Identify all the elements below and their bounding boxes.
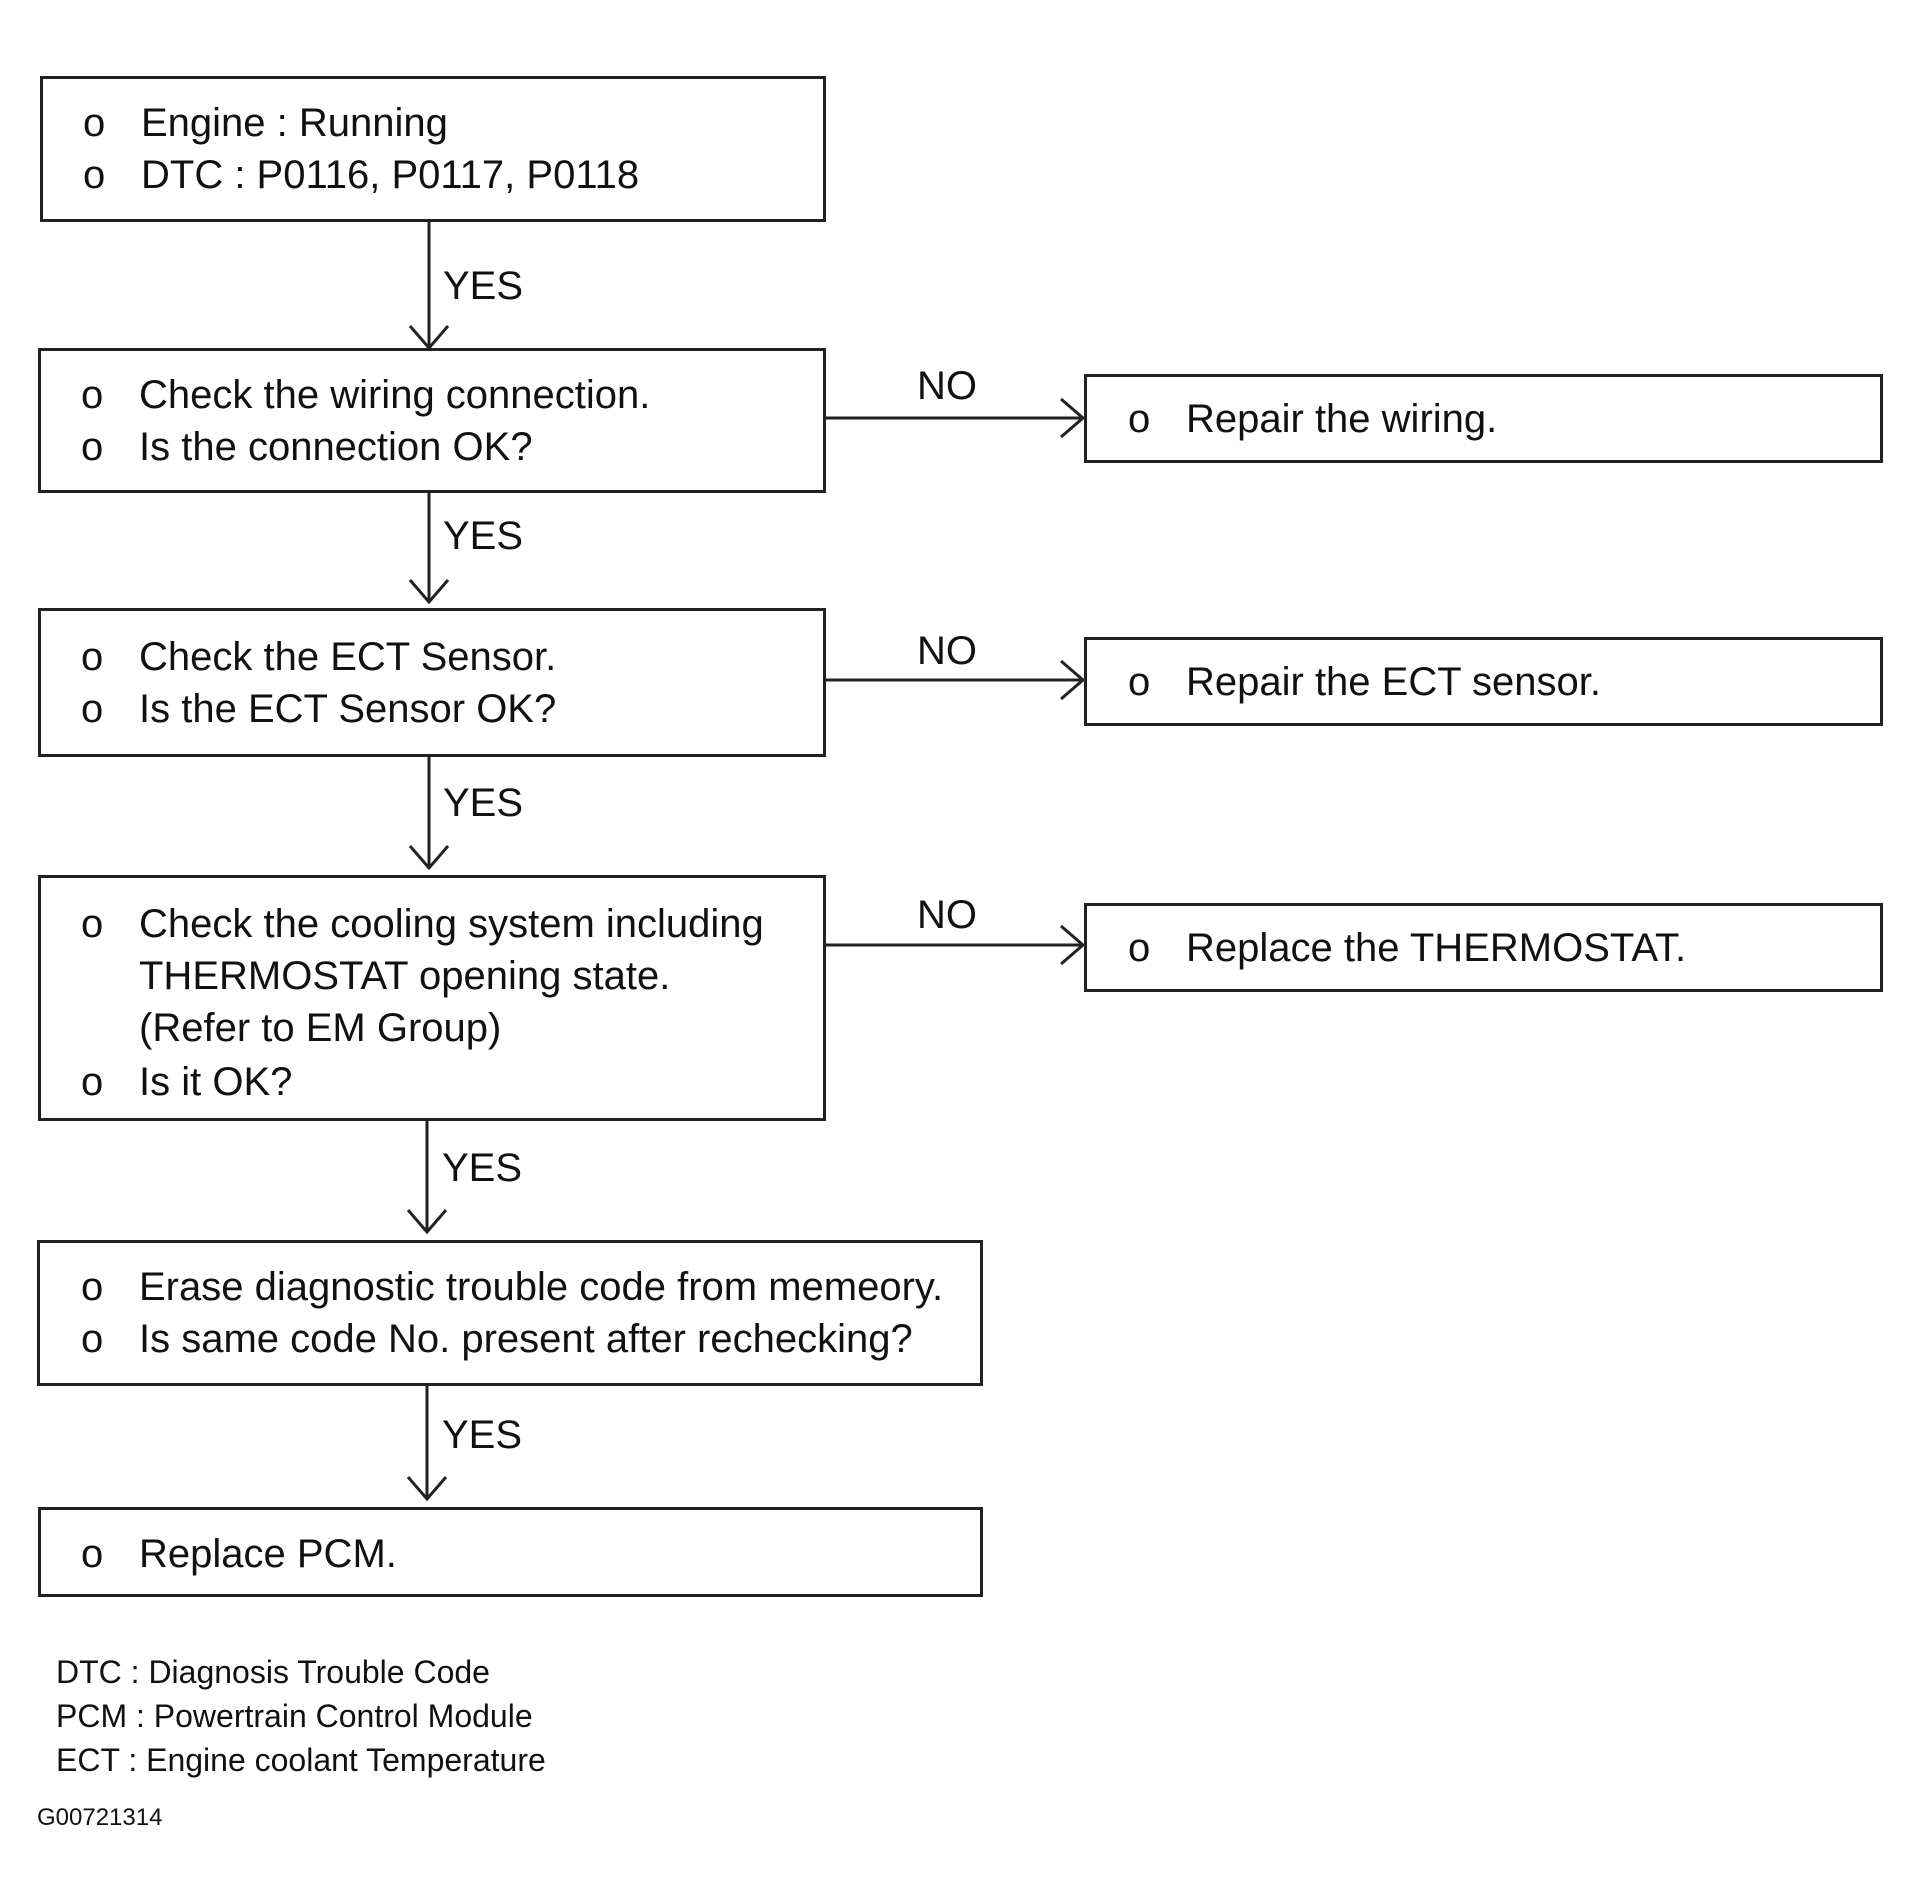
bullet-marker: o (83, 153, 106, 197)
bullet-marker: o (83, 101, 106, 145)
step-ect-line-2: o Is the ECT Sensor OK? (81, 683, 556, 735)
action-text: Replace the THERMOSTAT. (1186, 926, 1687, 970)
step-wiring-check-box: o Check the wiring connection. o Is the … (38, 348, 826, 493)
edge-label-no: NO (917, 629, 977, 673)
step-text: Check the wiring connection. (139, 373, 651, 417)
bullet-marker: o (81, 902, 104, 946)
step-text: Is the ECT Sensor OK? (139, 687, 557, 731)
step-cooling-line-2: o Is it OK? (81, 1056, 292, 1108)
bullet-marker: o (81, 1317, 104, 1361)
step-cooling-line-1: o Check the cooling system including (81, 898, 764, 950)
action-replace-thermostat-box: o Replace the THERMOSTAT. (1084, 903, 1883, 992)
step-replace-pcm-box: o Replace PCM. (38, 1507, 983, 1597)
bullet-marker: o (81, 1265, 104, 1309)
step-replace-pcm-line: o Replace PCM. (81, 1528, 397, 1580)
action-repair-wiring-box: o Repair the wiring. (1084, 374, 1883, 463)
legend-dtc: DTC : Diagnosis Trouble Code (56, 1654, 490, 1690)
arrowhead-erase-to-pcm (406, 1476, 448, 1502)
legend-pcm: PCM : Powertrain Control Module (56, 1698, 533, 1734)
bullet-marker: o (1128, 926, 1151, 970)
edge-label-yes: YES (443, 781, 524, 825)
step-text: Is same code No. present after recheckin… (139, 1317, 913, 1361)
step-wiring-line-1: o Check the wiring connection. (81, 369, 650, 421)
step-text: Engine : Running (141, 101, 448, 145)
step-text: Check the cooling system including (139, 902, 764, 946)
legend-ect: ECT : Engine coolant Temperature (56, 1742, 546, 1778)
edge-label-yes: YES (443, 514, 524, 558)
action-text: Repair the wiring. (1186, 397, 1498, 441)
step-cooling-continuation-2: (Refer to EM Group) (139, 1006, 502, 1050)
edge-label-yes: YES (442, 1413, 523, 1457)
action-repair-ect-line: o Repair the ECT sensor. (1128, 656, 1601, 708)
step-start-line-1: o Engine : Running (83, 97, 448, 149)
step-cooling-continuation-1: THERMOSTAT opening state. (139, 954, 671, 998)
arrowhead-ect-to-cooling (408, 845, 450, 871)
arrowhead-wiring-no (1060, 397, 1086, 439)
action-text: Repair the ECT sensor. (1186, 660, 1602, 704)
edge-label-no: NO (917, 893, 977, 937)
action-repair-ect-box: o Repair the ECT sensor. (1084, 637, 1883, 726)
bullet-marker: o (81, 635, 104, 679)
step-text: Is the connection OK? (139, 425, 533, 469)
arrowhead-cooling-no (1060, 924, 1086, 966)
bullet-marker: o (81, 373, 104, 417)
action-repair-wiring-line: o Repair the wiring. (1128, 393, 1497, 445)
action-replace-thermostat-line: o Replace the THERMOSTAT. (1128, 922, 1686, 974)
step-erase-line-1: o Erase diagnostic trouble code from mem… (81, 1261, 943, 1313)
step-erase-line-2: o Is same code No. present after recheck… (81, 1313, 913, 1365)
arrowhead-cooling-to-erase (406, 1209, 448, 1235)
step-text: Replace PCM. (139, 1532, 397, 1576)
step-text: DTC : P0116, P0117, P0118 (141, 153, 640, 197)
bullet-marker: o (81, 425, 104, 469)
step-ect-line-1: o Check the ECT Sensor. (81, 631, 556, 683)
step-cooling-check-box: o Check the cooling system including THE… (38, 875, 826, 1121)
edge-label-yes: YES (442, 1146, 523, 1190)
arrowhead-ect-no (1060, 659, 1086, 701)
bullet-marker: o (81, 1060, 104, 1104)
bullet-marker: o (81, 687, 104, 731)
step-ect-check-box: o Check the ECT Sensor. o Is the ECT Sen… (38, 608, 826, 757)
figure-id: G00721314 (37, 1804, 163, 1831)
edge-label-no: NO (917, 364, 977, 408)
step-start-line-2: o DTC : P0116, P0117, P0118 (83, 149, 639, 201)
step-text: Is it OK? (139, 1060, 293, 1104)
edge-label-yes: YES (443, 264, 524, 308)
bullet-marker: o (81, 1532, 104, 1576)
bullet-marker: o (1128, 397, 1151, 441)
step-text: Erase diagnostic trouble code from memeo… (139, 1265, 944, 1309)
step-text: Check the ECT Sensor. (139, 635, 557, 679)
bullet-marker: o (1128, 660, 1151, 704)
step-wiring-line-2: o Is the connection OK? (81, 421, 533, 473)
step-erase-check-box: o Erase diagnostic trouble code from mem… (37, 1240, 983, 1386)
arrowhead-wiring-to-ect (408, 579, 450, 605)
step-start-box: o Engine : Running o DTC : P0116, P0117,… (40, 76, 826, 222)
